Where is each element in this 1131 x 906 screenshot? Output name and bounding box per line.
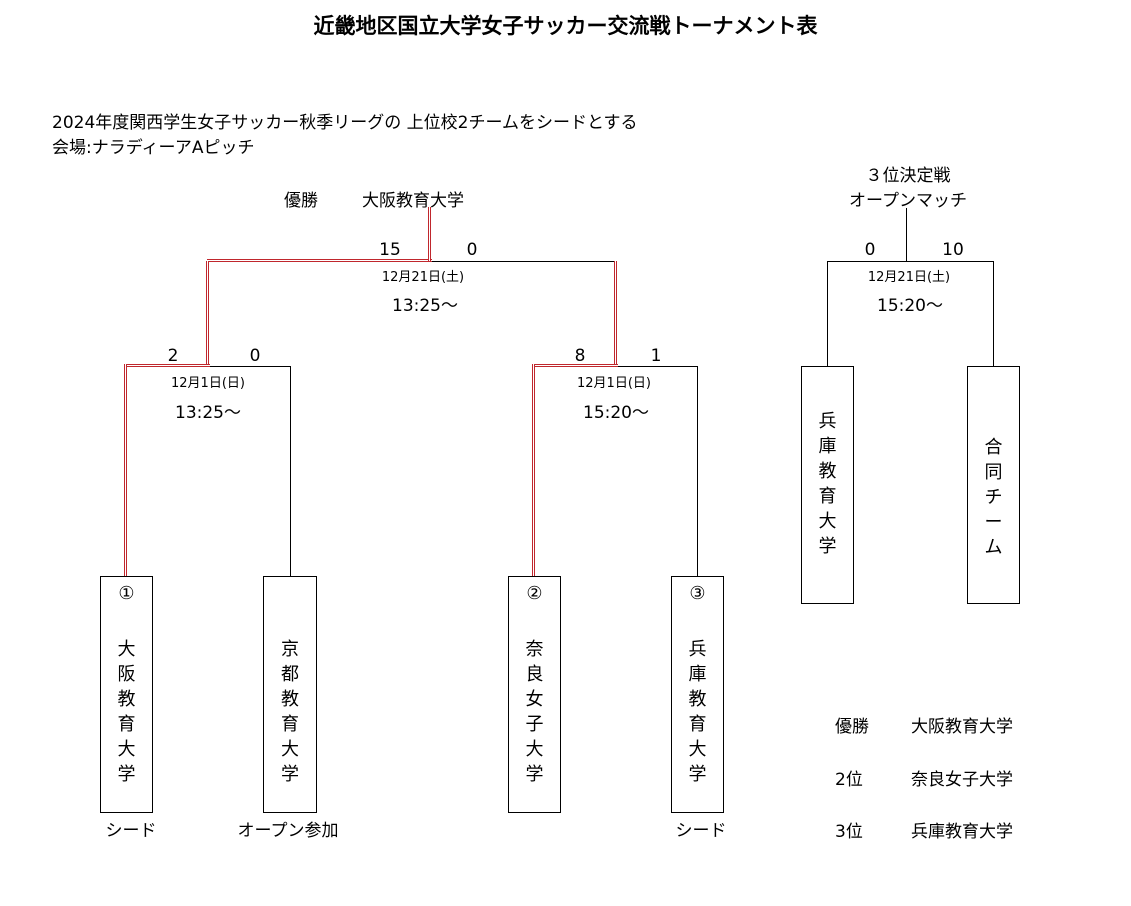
seed-rule-note: 2024年度関西学生女子サッカー秋季リーグの 上位校2チームをシードとする [52,113,638,133]
final-score-left: 15 [379,240,401,260]
page-title: 近畿地区国立大学女子サッカー交流戦トーナメント表 [313,13,818,38]
left-semi-winner-up [206,261,209,367]
result-rank: 3位 [835,822,863,842]
result-team: 奈良女子大学 [911,770,1013,790]
left-semi-line-right [208,366,290,367]
team4-line [697,366,698,576]
right-semi-line-right [616,366,697,367]
final-winner-line-h [207,259,432,262]
third-place-time: 15:20〜 [877,296,943,316]
team-name: 合同チーム [984,437,1003,558]
third-place-line-h [827,261,993,262]
right-semi-score-right: 1 [650,346,662,366]
team-name: 大阪教育大学 [117,639,136,785]
final-line-right [430,261,616,262]
third-place-subtitle: オープンマッチ [849,191,967,211]
right-semi-time: 15:20〜 [583,403,649,423]
team-box-4: ③ 兵庫教育大学 [671,576,724,813]
result-rank: 2位 [835,770,863,790]
third-place-title: ３位決定戦 [865,166,951,186]
third-place-score-left: 0 [864,240,876,260]
final-score-right: 0 [466,240,478,260]
team3-winner-line [532,364,535,576]
seed-badge: ② [526,583,543,604]
left-semi-score-left: 2 [167,346,179,366]
team-name: 兵庫教育大学 [818,411,837,557]
left-semi-time: 13:25〜 [175,403,241,423]
right-semi-winner-up [614,261,617,367]
team1-caption: シード [105,821,157,841]
team4-caption: シード [675,821,727,841]
right-semi-date: 12月1日(日) [577,376,651,391]
final-date: 12月21日(土) [381,270,465,285]
left-semi-score-right: 0 [249,346,261,366]
right-semi-winner-line-h [532,364,618,367]
third-place-score-right: 10 [942,240,964,260]
third-place-right-line [993,261,994,366]
champion-header-team: 大阪教育大学 [362,191,464,211]
left-semi-date: 12月1日(日) [171,376,245,391]
team2-caption: オープン参加 [237,821,339,841]
third-place-top-line [906,208,907,261]
seed-badge: ① [118,583,135,604]
result-team: 大阪教育大学 [911,717,1013,737]
right-semi-score-left: 8 [574,346,586,366]
team-box-3: ② 奈良女子大学 [508,576,561,813]
team-box-1: ① 大阪教育大学 [100,576,153,813]
final-winner-line-v [428,207,431,261]
team2-line [290,366,291,576]
team-name: 兵庫教育大学 [688,639,707,785]
team1-winner-line [124,364,127,576]
third-place-team-box-2: 合同チーム [967,366,1020,604]
team-box-2: 京都教育大学 [263,576,317,813]
result-team: 兵庫教育大学 [911,822,1013,842]
champion-header-label: 優勝 [284,191,318,211]
result-rank: 優勝 [835,717,869,737]
left-semi-winner-line-h [124,364,210,367]
third-place-team-box-1: 兵庫教育大学 [801,366,854,604]
final-time: 13:25〜 [392,296,458,316]
team-name: 奈良女子大学 [525,639,544,785]
third-place-left-line [827,261,828,366]
team-name: 京都教育大学 [281,639,299,785]
seed-badge: ③ [689,583,706,604]
venue-note: 会場:ナラディーアAピッチ [52,138,255,158]
third-place-date: 12月21日(土) [867,270,951,285]
